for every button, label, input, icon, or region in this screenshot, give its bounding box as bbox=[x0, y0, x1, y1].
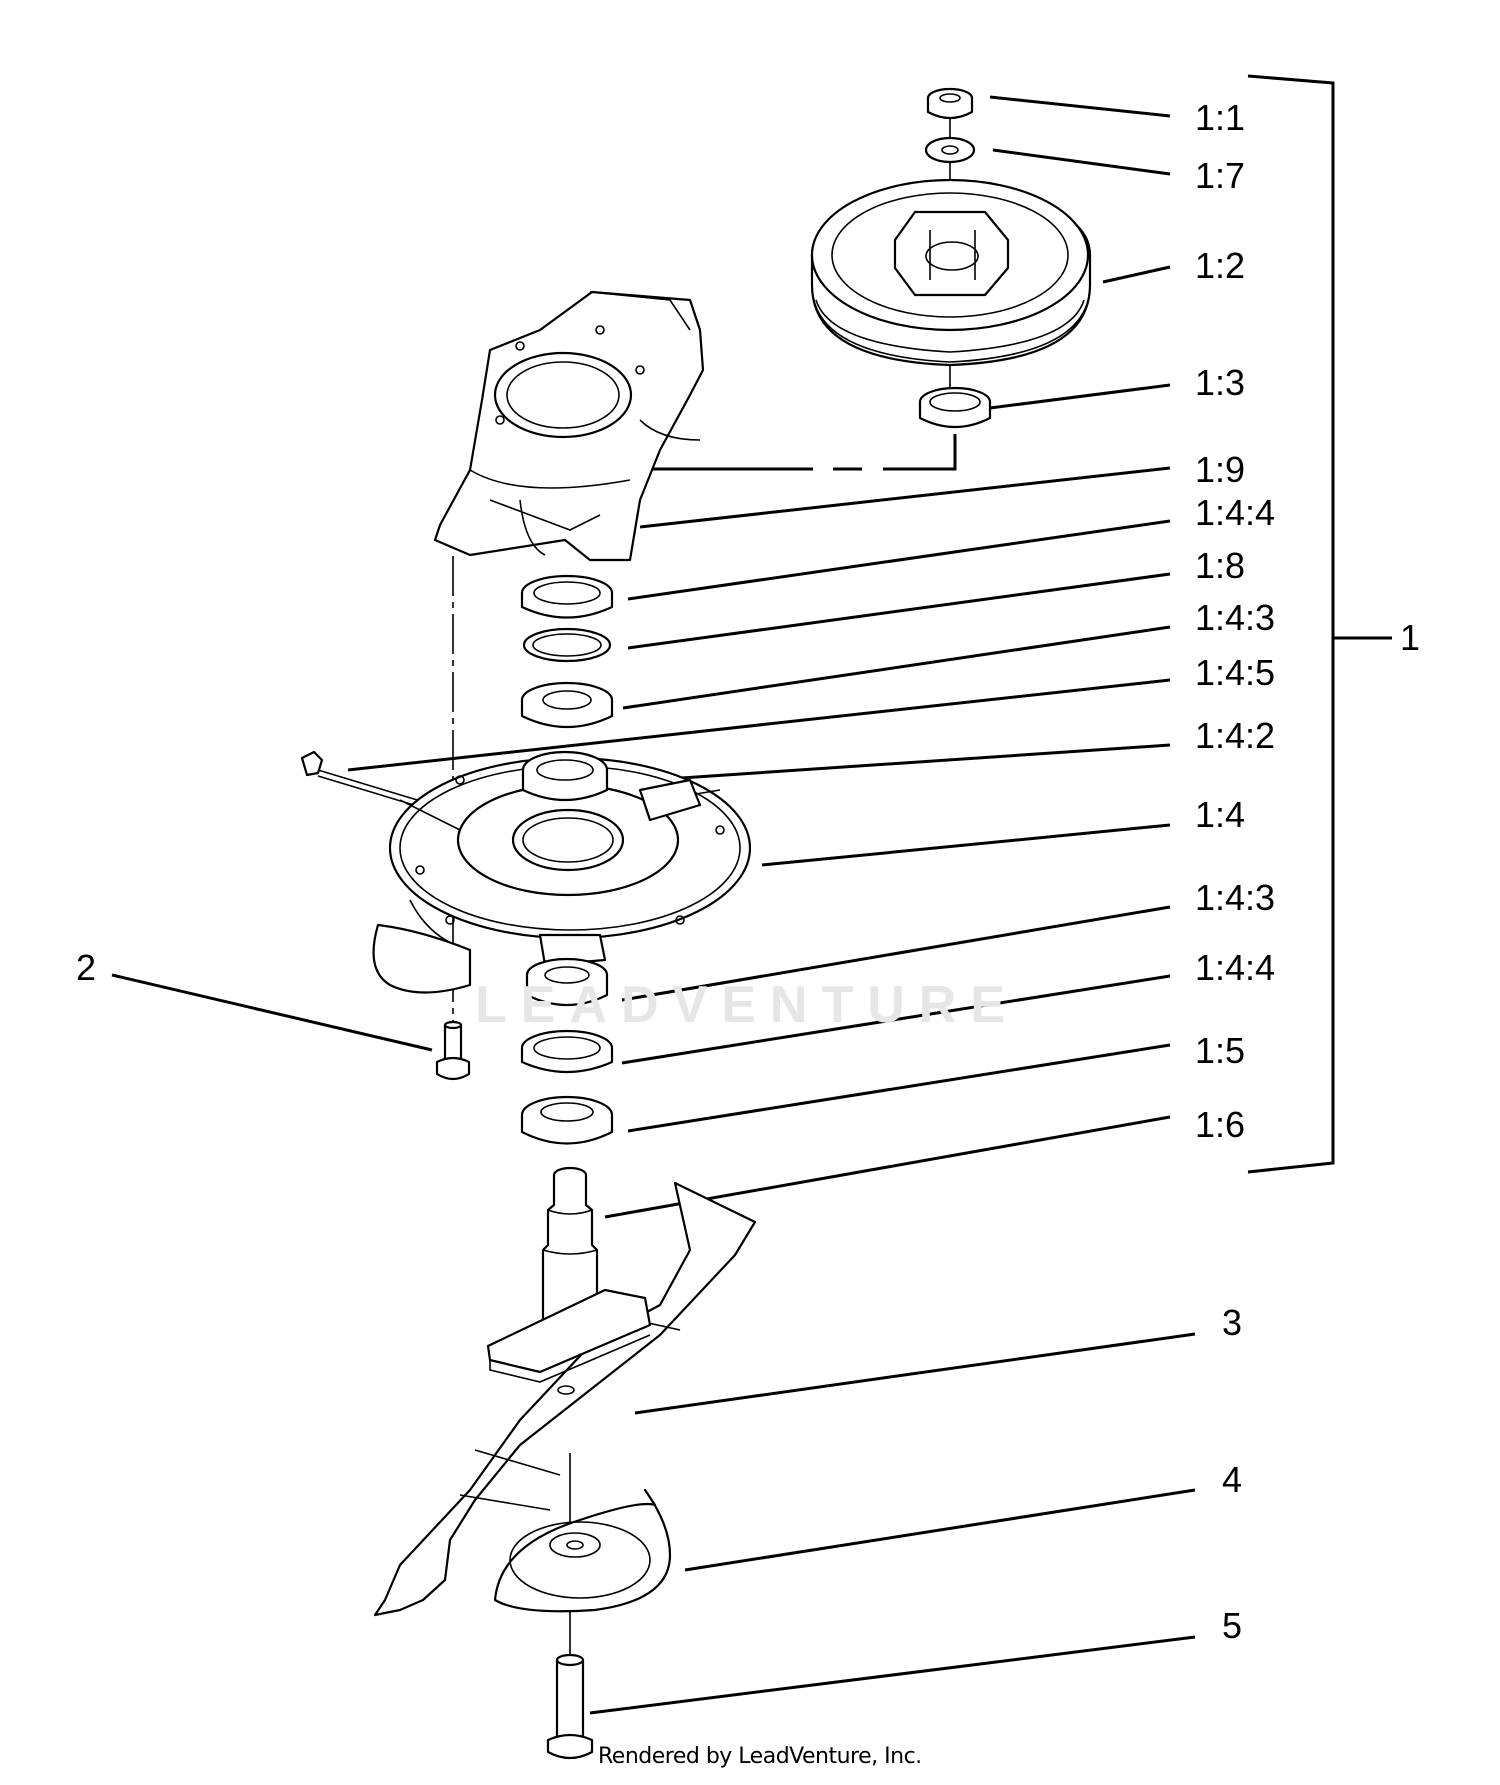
callout-1-6: 1:6 bbox=[1195, 1104, 1246, 1145]
bearing-cup-1-4-4-bottom bbox=[520, 1029, 614, 1074]
callout-1-3: 1:3 bbox=[1195, 362, 1246, 403]
spindle-shaft-1-6 bbox=[541, 1166, 599, 1329]
callout-1-9: 1:9 bbox=[1195, 449, 1246, 490]
nut-1-1 bbox=[926, 87, 974, 120]
callout-1-4-4-bottom: 1:4:4 bbox=[1195, 947, 1276, 988]
callout-1-4-3-top: 1:4:3 bbox=[1195, 597, 1276, 638]
callout-1-4: 1:4 bbox=[1195, 794, 1246, 835]
callout-1-4-5: 1:4:5 bbox=[1195, 652, 1276, 693]
callout-2: 2 bbox=[76, 947, 97, 988]
callout-1-2: 1:2 bbox=[1195, 245, 1246, 286]
blade-3 bbox=[373, 1181, 757, 1617]
spindle-housing-1-4 bbox=[372, 750, 752, 994]
seal-1-5 bbox=[520, 1095, 614, 1145]
blade-bolt-5 bbox=[546, 1653, 594, 1760]
callout-1-1: 1:1 bbox=[1195, 97, 1246, 138]
bolt-2 bbox=[435, 1020, 471, 1081]
callout-3: 3 bbox=[1222, 1302, 1243, 1343]
callout-1-4-4-top: 1:4:4 bbox=[1195, 492, 1276, 533]
callout-1-4-3-bottom: 1:4:3 bbox=[1195, 877, 1276, 918]
callout-1: 1 bbox=[1400, 617, 1421, 658]
housing-1-9 bbox=[433, 290, 705, 562]
callout-1-4-2: 1:4:2 bbox=[1195, 715, 1276, 756]
bearing-cup-1-4-4-top bbox=[520, 574, 614, 619]
washer-1-7 bbox=[924, 136, 976, 164]
callout-1-8: 1:8 bbox=[1195, 545, 1246, 586]
render-credit: Rendered by LeadVenture, Inc. bbox=[598, 1744, 922, 1769]
callout-4: 4 bbox=[1222, 1459, 1243, 1500]
callout-5: 5 bbox=[1222, 1605, 1243, 1646]
spacer-1-8 bbox=[522, 627, 612, 663]
spacer-1-3 bbox=[918, 386, 992, 428]
callout-1-7: 1:7 bbox=[1195, 155, 1246, 196]
bearing-1-4-3-top bbox=[520, 681, 614, 729]
pulley-1-2 bbox=[810, 178, 1092, 367]
blade-washer-4 bbox=[493, 1488, 672, 1613]
watermark: LEADVENTURE bbox=[475, 976, 1020, 1034]
bearing-1-4-3-bottom bbox=[525, 957, 609, 1007]
callout-1-5: 1:5 bbox=[1195, 1030, 1246, 1071]
